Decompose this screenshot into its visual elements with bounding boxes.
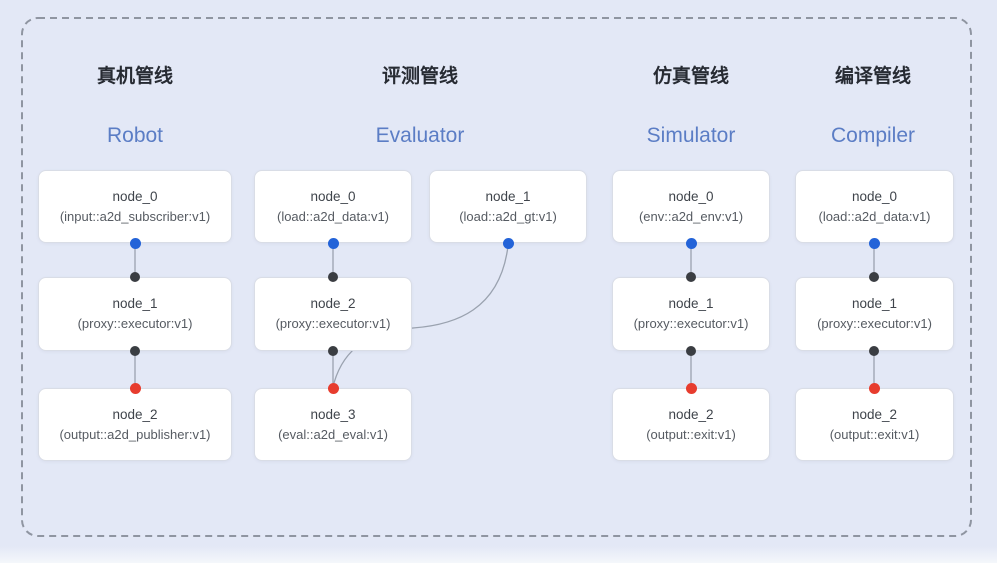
- simulator-n2-input-port-dot: [685, 382, 697, 394]
- dashed-frame-border: [21, 17, 972, 537]
- node-subtitle: (load::a2d_data:v1): [276, 208, 390, 224]
- evaluator-n1-output-port-dot: [502, 237, 514, 249]
- node-subtitle: (env::a2d_env:v1): [638, 208, 744, 224]
- compiler-node-0: node_0 (load::a2d_data:v1): [795, 170, 954, 243]
- node-subtitle: (load::a2d_gt:v1): [459, 208, 557, 224]
- node-subtitle: (load::a2d_data:v1): [818, 208, 931, 224]
- evaluator-n0-output-port-dot: [327, 237, 339, 249]
- robot-node-1: node_1 (proxy::executor:v1): [38, 277, 232, 351]
- node-title: node_1: [485, 188, 531, 204]
- pipeline-title-zh-robot: 真机管线: [96, 66, 174, 87]
- node-subtitle: (output::a2d_publisher:v1): [59, 426, 211, 442]
- simulator-n1-input-port-dot: [686, 272, 696, 282]
- pipeline-title-en-robot: Robot: [106, 124, 164, 147]
- node-title: node_0: [851, 188, 898, 204]
- evaluator-n3-input-port-dot: [327, 382, 339, 394]
- node-title: node_1: [112, 296, 158, 311]
- simulator-node-2: node_2 (output::exit:v1): [612, 388, 770, 461]
- node-title: node_1: [851, 296, 898, 311]
- node-subtitle: (output::exit:v1): [829, 426, 920, 442]
- simulator-node-0: node_0 (env::a2d_env:v1): [612, 170, 770, 243]
- evaluator-node-0: node_0 (load::a2d_data:v1): [254, 170, 412, 243]
- node-title: node_2: [851, 406, 898, 422]
- pipeline-title-en-simulator: Simulator: [646, 124, 736, 147]
- node-title: node_0: [668, 188, 714, 204]
- node-subtitle: (proxy::executor:v1): [633, 316, 749, 331]
- node-title: node_2: [668, 406, 714, 422]
- node-subtitle: (eval::a2d_eval:v1): [278, 426, 388, 442]
- evaluator-node-2: node_2 (proxy::executor:v1): [254, 277, 412, 351]
- node-title: node_2: [112, 406, 158, 422]
- node-title: node_0: [310, 188, 356, 204]
- compiler-n1-output-port-dot: [869, 346, 879, 356]
- node-title: node_0: [112, 188, 158, 204]
- robot-n0-output-port-dot: [129, 237, 141, 249]
- compiler-n2-input-port-dot: [868, 382, 880, 394]
- node-subtitle: (input::a2d_subscriber:v1): [59, 208, 211, 224]
- robot-node-0: node_0 (input::a2d_subscriber:v1): [38, 170, 232, 243]
- pipeline-title-en-evaluator: Evaluator: [375, 124, 465, 147]
- node-title: node_2: [310, 296, 356, 311]
- node-subtitle: (proxy::executor:v1): [275, 316, 391, 331]
- evaluator-n2-input-port-dot: [328, 272, 338, 282]
- node-subtitle: (output::exit:v1): [646, 426, 736, 442]
- robot-node-2: node_2 (output::a2d_publisher:v1): [38, 388, 232, 461]
- robot-n1-input-port-dot: [130, 272, 140, 282]
- compiler-n0-output-port-dot: [868, 237, 880, 249]
- node-title: node_3: [310, 406, 356, 422]
- simulator-n0-output-port-dot: [685, 237, 697, 249]
- pipeline-title-zh-simulator: 仿真管线: [652, 66, 730, 87]
- pipeline-title-zh-compiler: 编译管线: [834, 66, 912, 87]
- compiler-n1-input-port-dot: [869, 272, 879, 282]
- evaluator-node-1: node_1 (load::a2d_gt:v1): [429, 170, 587, 243]
- compiler-node-1: node_1 (proxy::executor:v1): [795, 277, 954, 351]
- pipeline-title-zh-evaluator: 评测管线: [381, 66, 459, 87]
- node-subtitle: (proxy::executor:v1): [817, 316, 932, 331]
- pipeline-title-en-compiler: Compiler: [830, 124, 916, 147]
- simulator-n1-output-port-dot: [686, 346, 696, 356]
- evaluator-node-3: node_3 (eval::a2d_eval:v1): [254, 388, 412, 461]
- robot-n1-output-port-dot: [130, 346, 140, 356]
- node-subtitle: (proxy::executor:v1): [77, 316, 193, 331]
- robot-n2-input-port-dot: [129, 382, 141, 394]
- compiler-node-2: node_2 (output::exit:v1): [795, 388, 954, 461]
- edge-evaluator-n1-n3-curve: [333, 245, 509, 384]
- evaluator-n2-output-port-dot: [328, 346, 338, 356]
- simulator-node-1: node_1 (proxy::executor:v1): [612, 277, 770, 351]
- node-title: node_1: [668, 296, 714, 311]
